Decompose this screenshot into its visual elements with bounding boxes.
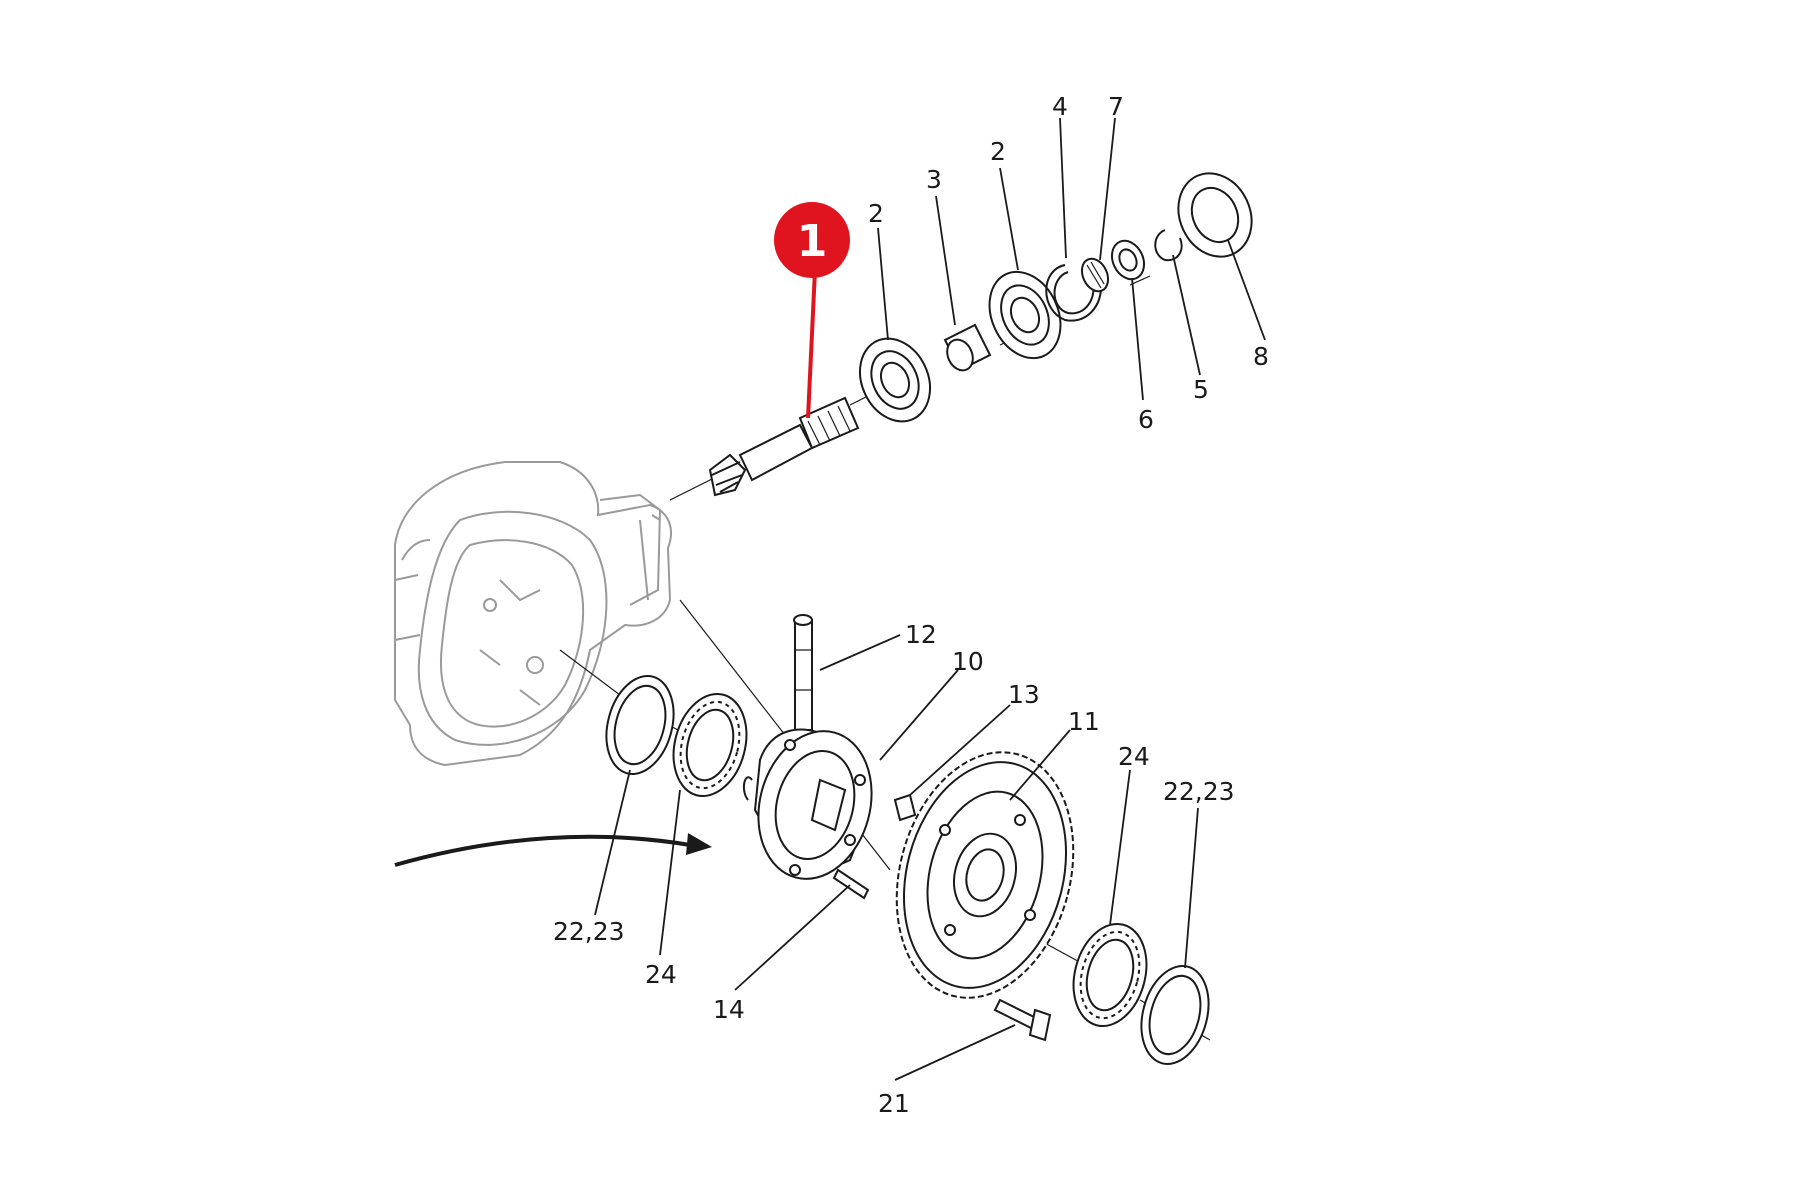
part-number-labels: 2 3 2 4 7 8 5 6 12 10 13 11 24 22,23 22,… [553, 92, 1269, 1118]
nut [1080, 257, 1110, 293]
shim-ring-left [605, 674, 675, 776]
pinion-shaft [708, 396, 860, 497]
label-part-11: 11 [1068, 707, 1100, 736]
label-part-22-23-right: 22,23 [1163, 777, 1235, 806]
label-part-12: 12 [905, 620, 937, 649]
label-part-21: 21 [878, 1089, 910, 1118]
callout-number: 1 [797, 216, 828, 267]
bearing-lower-left [672, 692, 748, 798]
oil-seal [1177, 172, 1253, 258]
label-part-5: 5 [1193, 375, 1209, 404]
label-part-4: 4 [1052, 92, 1068, 121]
label-part-6: 6 [1138, 405, 1154, 434]
callout-leader-line [806, 269, 817, 419]
cross-pin [793, 614, 813, 731]
label-part-22-23-left: 22,23 [553, 917, 625, 946]
label-part-2-right: 2 [990, 137, 1006, 166]
shim-ring-right [1140, 964, 1210, 1066]
snap-ring [1045, 264, 1102, 322]
label-part-13: 13 [1008, 680, 1040, 709]
dowel-pin-14 [832, 868, 870, 900]
label-part-7: 7 [1108, 92, 1124, 121]
label-part-2-left: 2 [868, 199, 884, 228]
leader-lines [594, 117, 1266, 1081]
label-part-14: 14 [713, 995, 745, 1024]
gearbox-housing [394, 461, 672, 767]
label-part-24-right: 24 [1118, 742, 1150, 771]
label-part-3: 3 [926, 165, 942, 194]
washer [1110, 239, 1146, 281]
clip [1154, 229, 1183, 262]
callout-badge [774, 202, 850, 278]
label-part-8: 8 [1253, 342, 1269, 371]
label-part-10: 10 [952, 647, 984, 676]
assembly-direction-arrow [394, 833, 712, 867]
dowel-pin-13 [893, 793, 917, 822]
bearing-left [859, 337, 931, 423]
bearing-right [988, 270, 1062, 360]
spacer [943, 323, 992, 372]
bearing-lower-right [1072, 922, 1148, 1028]
label-part-24-left: 24 [645, 960, 677, 989]
bolt [993, 998, 1052, 1042]
differential-case [742, 728, 873, 880]
callout-marker: 1 [774, 202, 850, 419]
ring-gear [895, 751, 1075, 999]
